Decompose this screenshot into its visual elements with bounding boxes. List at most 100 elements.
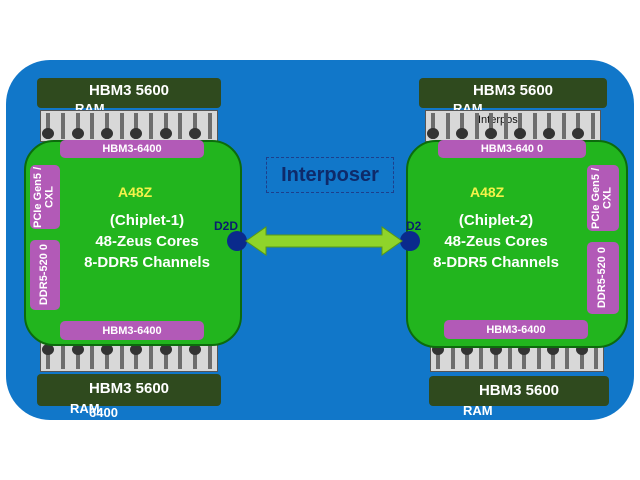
microbump-pillar <box>134 343 138 369</box>
hbm-phy-pad-bottom: HBM3-6400 <box>60 321 204 340</box>
microbump-ball <box>543 128 555 139</box>
microbump-ball <box>432 344 444 355</box>
microbump-pillar <box>576 113 580 139</box>
microbump-pillar <box>591 113 595 139</box>
microbump-pillar <box>522 343 526 369</box>
microbump-pillar <box>120 343 124 369</box>
microbump-pillar <box>208 113 212 139</box>
microbump-ball <box>72 128 84 139</box>
microbump-pillar <box>178 113 182 139</box>
microbump-pillar <box>479 343 483 369</box>
interpos-fragment: Interpos <box>478 114 518 126</box>
microbump-pillar <box>460 113 464 139</box>
chiplet-text: (Chiplet-2) 48-Zeus Cores 8-DDR5 Channel… <box>420 210 572 273</box>
microbump-pillar <box>61 113 65 139</box>
microbump-ball <box>189 128 201 139</box>
pcie-cxl-pad: PCIe Gen5 / CXL <box>30 165 60 229</box>
hbm-stack-top-left: HBM3 5600 RAM <box>37 78 221 115</box>
microbump-pillar <box>105 343 109 369</box>
hbm-stack-top-right: HBM3 5600 RAM <box>419 78 607 115</box>
microbump-pillar <box>562 113 566 139</box>
hbm-stack-bottom-left: HBM3 5600 RAM 6400 <box>37 374 221 419</box>
microbump-pillar <box>90 343 94 369</box>
microbump-pillar <box>46 343 50 369</box>
pcie-cxl-label: PCIe Gen5 / CXL <box>32 166 56 228</box>
microbump-ball <box>490 344 502 355</box>
chiplet-name: A48Z <box>118 184 153 200</box>
ddr5-pad: DDR5-520 0 <box>30 240 60 310</box>
microbump-pillar <box>518 113 522 139</box>
microbump-pillar <box>431 113 435 139</box>
microbump-pillar <box>494 343 498 369</box>
microbump-ball <box>101 344 113 355</box>
microbump-ball <box>456 128 468 139</box>
microbump-ball <box>518 344 530 355</box>
hbm-phy-pad-top: HBM3-6400 <box>60 140 204 158</box>
hbm-stack-bottom-right: HBM3 5600 RAM <box>429 376 609 417</box>
microbump-ball <box>547 344 559 355</box>
hbm-phy-pad-bottom: HBM3-6400 <box>444 320 588 339</box>
microbump-pillar <box>90 113 94 139</box>
microbump-pillar <box>537 343 541 369</box>
hbm-sub-label: RAM <box>70 401 100 416</box>
microbump-pillar <box>446 113 450 139</box>
microbump-pillar <box>580 343 584 369</box>
chiplet-ddr-channels: 8-DDR5 Channels <box>433 254 559 271</box>
microbump-ball <box>572 128 584 139</box>
microbump-ball <box>461 344 473 355</box>
microbump-pillar <box>105 113 109 139</box>
microbump-pillar <box>164 113 168 139</box>
chiplet-title: (Chiplet-1) <box>109 212 185 229</box>
hbm-label: HBM3 5600 <box>472 82 554 99</box>
chiplet-title: (Chiplet-2) <box>458 212 534 229</box>
microbump-pillar <box>533 113 537 139</box>
pcie-cxl-label: PCIe Gen5 / CXL <box>590 167 614 229</box>
microbump-pillar <box>46 113 50 139</box>
ddr5-pad: DDR5-520 0 <box>587 242 619 314</box>
microbump-ball <box>42 128 54 139</box>
microbump-pillar <box>61 343 65 369</box>
microbump-pillar <box>436 343 440 369</box>
interposer-label: Interposer <box>266 157 394 193</box>
microbump-strip-top-right: Interpos <box>425 110 601 142</box>
microbump-pillar <box>508 343 512 369</box>
microbump-pillar <box>193 343 197 369</box>
microbump-ball <box>130 344 142 355</box>
hbm-label: HBM3 5600 <box>478 382 560 399</box>
microbump-ball <box>189 344 201 355</box>
microbump-pillar <box>76 113 80 139</box>
microbump-ball <box>427 128 439 139</box>
microbump-pillar <box>164 343 168 369</box>
microbump-pillar <box>465 343 469 369</box>
microbump-pillar <box>547 113 551 139</box>
chiplet-cores: 48-Zeus Cores <box>444 233 548 250</box>
microbump-strip-top-left <box>40 110 218 142</box>
microbump-ball <box>130 128 142 139</box>
microbump-pillar <box>208 343 212 369</box>
microbump-pillar <box>178 343 182 369</box>
microbump-pillar <box>504 113 508 139</box>
microbump-pillar <box>565 343 569 369</box>
microbump-ball <box>514 128 526 139</box>
d2d-port <box>400 231 420 251</box>
microbump-ball <box>72 344 84 355</box>
microbump-pillar <box>475 113 479 139</box>
microbump-ball <box>160 344 172 355</box>
chiplet-ddr-channels: 8-DDR5 Channels <box>84 254 210 271</box>
microbump-pillar <box>76 343 80 369</box>
microbump-ball <box>160 128 172 139</box>
d2d-label: D2 <box>406 219 422 233</box>
hbm-label: HBM3 5600 <box>88 82 170 99</box>
pcie-cxl-pad: PCIe Gen5 / CXL <box>587 165 619 231</box>
microbump-ball <box>42 344 54 355</box>
microbump-pillar <box>149 343 153 369</box>
hbm-sub-label-2: 6400 <box>89 405 118 420</box>
microbump-pillar <box>551 343 555 369</box>
microbump-pillar <box>193 113 197 139</box>
hbm-sub-label: RAM <box>463 403 493 418</box>
microbump-ball <box>485 128 497 139</box>
d2d-link-arrow <box>245 226 403 256</box>
microbump-pillar <box>489 113 493 139</box>
hbm-label: HBM3 5600 <box>88 380 170 397</box>
microbump-ball <box>101 128 113 139</box>
